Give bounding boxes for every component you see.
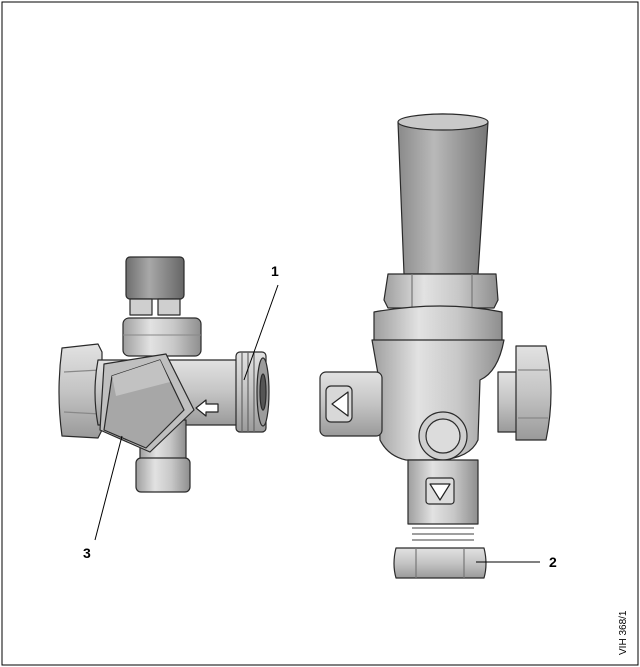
left-valve bbox=[58, 256, 270, 493]
down-triangle-icon bbox=[429, 483, 451, 501]
right-valve-tall-cap bbox=[397, 113, 489, 275]
right-valve-bottom-nut bbox=[393, 547, 487, 579]
left-triangle-icon bbox=[331, 391, 349, 417]
left-valve-cap bbox=[125, 256, 185, 300]
callout-label-1: 1 bbox=[271, 263, 279, 279]
flow-arrow-icon bbox=[195, 399, 219, 417]
left-valve-threaded-inlet bbox=[235, 351, 270, 433]
figure-reference: VIH 368/1 bbox=[618, 610, 629, 655]
right-valve-hex-nut bbox=[383, 273, 499, 309]
callout-1: 1 bbox=[243, 263, 279, 381]
callout-label-2: 2 bbox=[549, 554, 557, 570]
right-valve bbox=[319, 113, 552, 579]
callout-label-3: 3 bbox=[83, 545, 91, 561]
callout-2: 2 bbox=[476, 554, 557, 570]
right-valve-body bbox=[371, 339, 505, 461]
left-valve-neck bbox=[122, 317, 202, 357]
right-valve-right-nut bbox=[515, 345, 552, 441]
left-valve-bottom-nut bbox=[135, 457, 191, 493]
callout-3: 3 bbox=[83, 435, 123, 561]
